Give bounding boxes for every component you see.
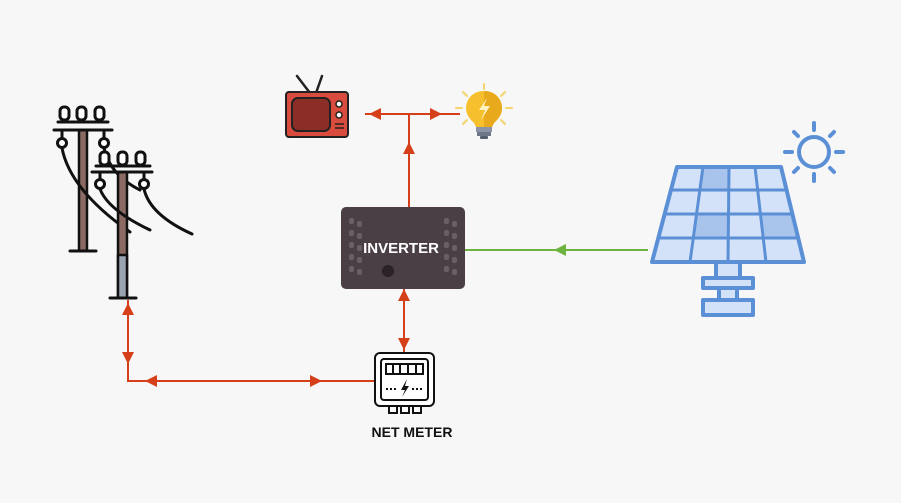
meter-grid-line	[127, 300, 374, 382]
arrow-to-inverter	[554, 244, 566, 256]
arrow-up-inverter-output	[403, 142, 415, 154]
sun-icon	[783, 121, 845, 183]
tv-icon	[285, 74, 349, 138]
net-meter-icon	[374, 352, 435, 414]
arrow-right-to-meter	[310, 375, 322, 387]
ac-flow-arrows	[122, 108, 442, 387]
utility-pole-icon	[52, 105, 194, 300]
arrow-left-to-grid	[145, 375, 157, 387]
arrow-up-to-inverter	[398, 289, 410, 301]
inverter-label: INVERTER	[363, 240, 439, 257]
arrow-down-from-grid	[122, 352, 134, 364]
inverter-icon: INVERTER	[341, 207, 465, 289]
arrow-to-bulb	[430, 108, 442, 120]
dc-flow	[465, 244, 648, 256]
net-meter-label: NET METER	[372, 424, 453, 440]
solar-panel-icon	[650, 165, 806, 317]
arrow-up-to-grid	[122, 303, 134, 315]
arrow-down-to-meter	[398, 338, 410, 350]
light-bulb-icon	[455, 83, 513, 139]
arrow-to-tv	[369, 108, 381, 120]
